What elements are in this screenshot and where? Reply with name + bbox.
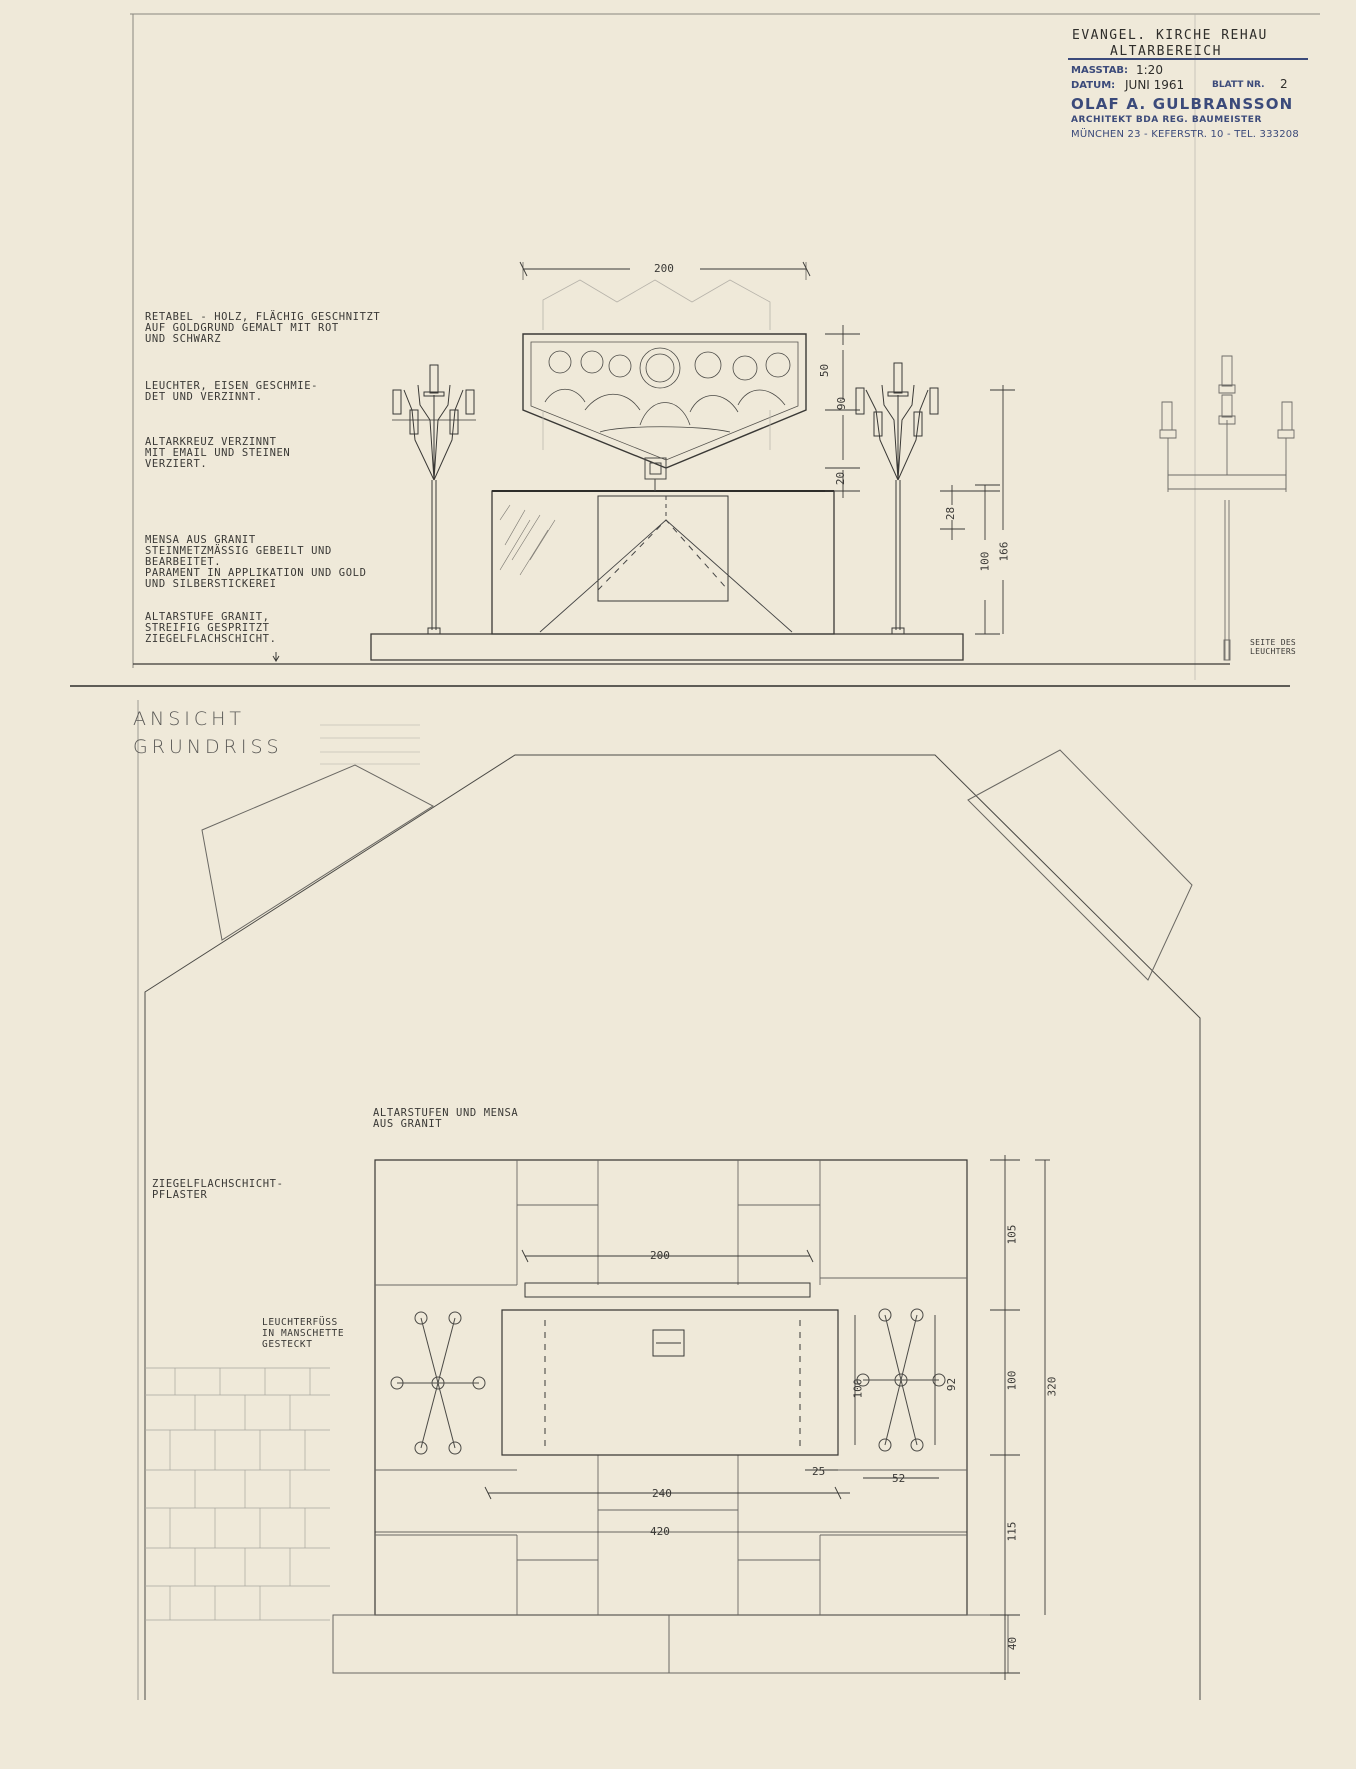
scale-value: 1:20: [1136, 63, 1163, 77]
dim-plan-candle-span: 52: [892, 1472, 906, 1485]
altar-step: [371, 634, 963, 660]
note-mensa: MENSA AUS GRANIT STEINMETZMÄSSIG GEBEILT…: [145, 534, 367, 590]
date-value: JUNI 1961: [1125, 78, 1185, 92]
dim-cross: 20: [834, 471, 848, 486]
title-subject: ALTARBEREICH: [1110, 44, 1222, 59]
altar-steps: [375, 1160, 967, 1615]
candelabrum-right: [856, 363, 938, 634]
retable-figures: [545, 348, 790, 432]
retable: [523, 334, 806, 468]
dim-retable-height: 50: [818, 363, 832, 378]
architect-credentials: ARCHITEKT BDA REG. BAUMEISTER: [1071, 115, 1262, 125]
retable-plan: [525, 1283, 810, 1297]
note-altar-cross: ALTARKREUZ VERZINNT MIT EMAIL UND STEINE…: [145, 436, 291, 470]
sheet-value: 2: [1280, 77, 1288, 91]
date-label: DATUM:: [1071, 80, 1116, 91]
candelabrum-side: [1160, 356, 1294, 660]
dim-plan-steps: 420: [650, 1525, 670, 1538]
step-slabs: [375, 1160, 967, 1615]
dim-plan-bottom-depth: 115: [1005, 1521, 1019, 1542]
note-candle-foot: LEUCHTERFÜSS IN MANSCHETTE GESTECKT: [262, 1317, 345, 1350]
dim-mensa-height: 100: [978, 551, 992, 572]
dim-small: 28: [944, 506, 958, 521]
dim-plan-mensa: 240: [652, 1487, 672, 1500]
note-candelabrum: LEUCHTER, EISEN GESCHMIE- DET UND VERZIN…: [145, 380, 319, 403]
plan-view: [145, 725, 1200, 1700]
plan-dimensions: [375, 1155, 1050, 1680]
note-side-of-candelabrum: SEITE DES LEUCHTERS: [1250, 638, 1297, 656]
dim-total-height: 166: [997, 541, 1011, 562]
dim-plan-candle-gap: 25: [812, 1465, 826, 1478]
dim-plan-lower-step: 40: [1006, 1636, 1020, 1651]
sheet-label: BLATT NR.: [1212, 80, 1265, 90]
note-retable: RETABEL - HOLZ, FLÄCHIG GESCHNITZT AUF G…: [145, 311, 381, 345]
dim-mid: 90: [835, 396, 849, 411]
candelabrum-left: [392, 365, 476, 634]
section-label-elevation: ANSICHT: [133, 708, 246, 730]
elevation-dimensions: [520, 262, 1015, 634]
section-label-plan: GRUNDRISS: [133, 736, 283, 758]
parament-pattern: [540, 520, 792, 632]
dim-plan-mensa-depth: 100: [1005, 1370, 1019, 1391]
hall-outline: [145, 755, 1200, 1700]
brick-paving: [145, 1368, 330, 1620]
architect-name: OLAF A. GULBRANSSON: [1071, 95, 1294, 113]
gable-outline: [543, 280, 770, 330]
scale-label: MASSTAB:: [1071, 65, 1129, 76]
candle-foot-left: [391, 1312, 485, 1454]
dim-retable-width: 200: [654, 262, 674, 275]
note-altar-step: ALTARSTUFE GRANIT, STREIFIG GESPRITZT ZI…: [145, 611, 277, 645]
parament: [598, 496, 728, 601]
cross-plan: [653, 1330, 684, 1356]
dim-plan-total-depth: 320: [1045, 1376, 1059, 1397]
title-underline: [1068, 58, 1308, 60]
bay-right: [968, 750, 1192, 980]
candle-foot-right: [857, 1309, 945, 1451]
lower-step: [333, 1615, 1008, 1673]
elevation-view: [133, 262, 1294, 664]
mensa: [492, 491, 834, 634]
note-steps-granite: ALTARSTUFEN UND MENSA AUS GRANIT: [373, 1107, 519, 1130]
title-project: EVANGEL. KIRCHE REHAU: [1072, 28, 1268, 43]
dim-plan-top-depth: 105: [1005, 1224, 1019, 1245]
dim-plan-candle-h1: 100: [851, 1378, 865, 1399]
altar-cross: [645, 458, 666, 491]
granite-hatch: [500, 505, 555, 575]
architect-address: MÜNCHEN 23 - KEFERSTR. 10 - TEL. 333208: [1071, 129, 1299, 140]
bay-left: [202, 765, 433, 940]
dim-plan-candle-h2: 92: [945, 1377, 959, 1392]
dim-plan-retable: 200: [650, 1249, 670, 1262]
note-brick-paving: ZIEGELFLACHSCHICHT- PFLASTER: [152, 1178, 284, 1201]
mensa-plan: [502, 1310, 838, 1455]
